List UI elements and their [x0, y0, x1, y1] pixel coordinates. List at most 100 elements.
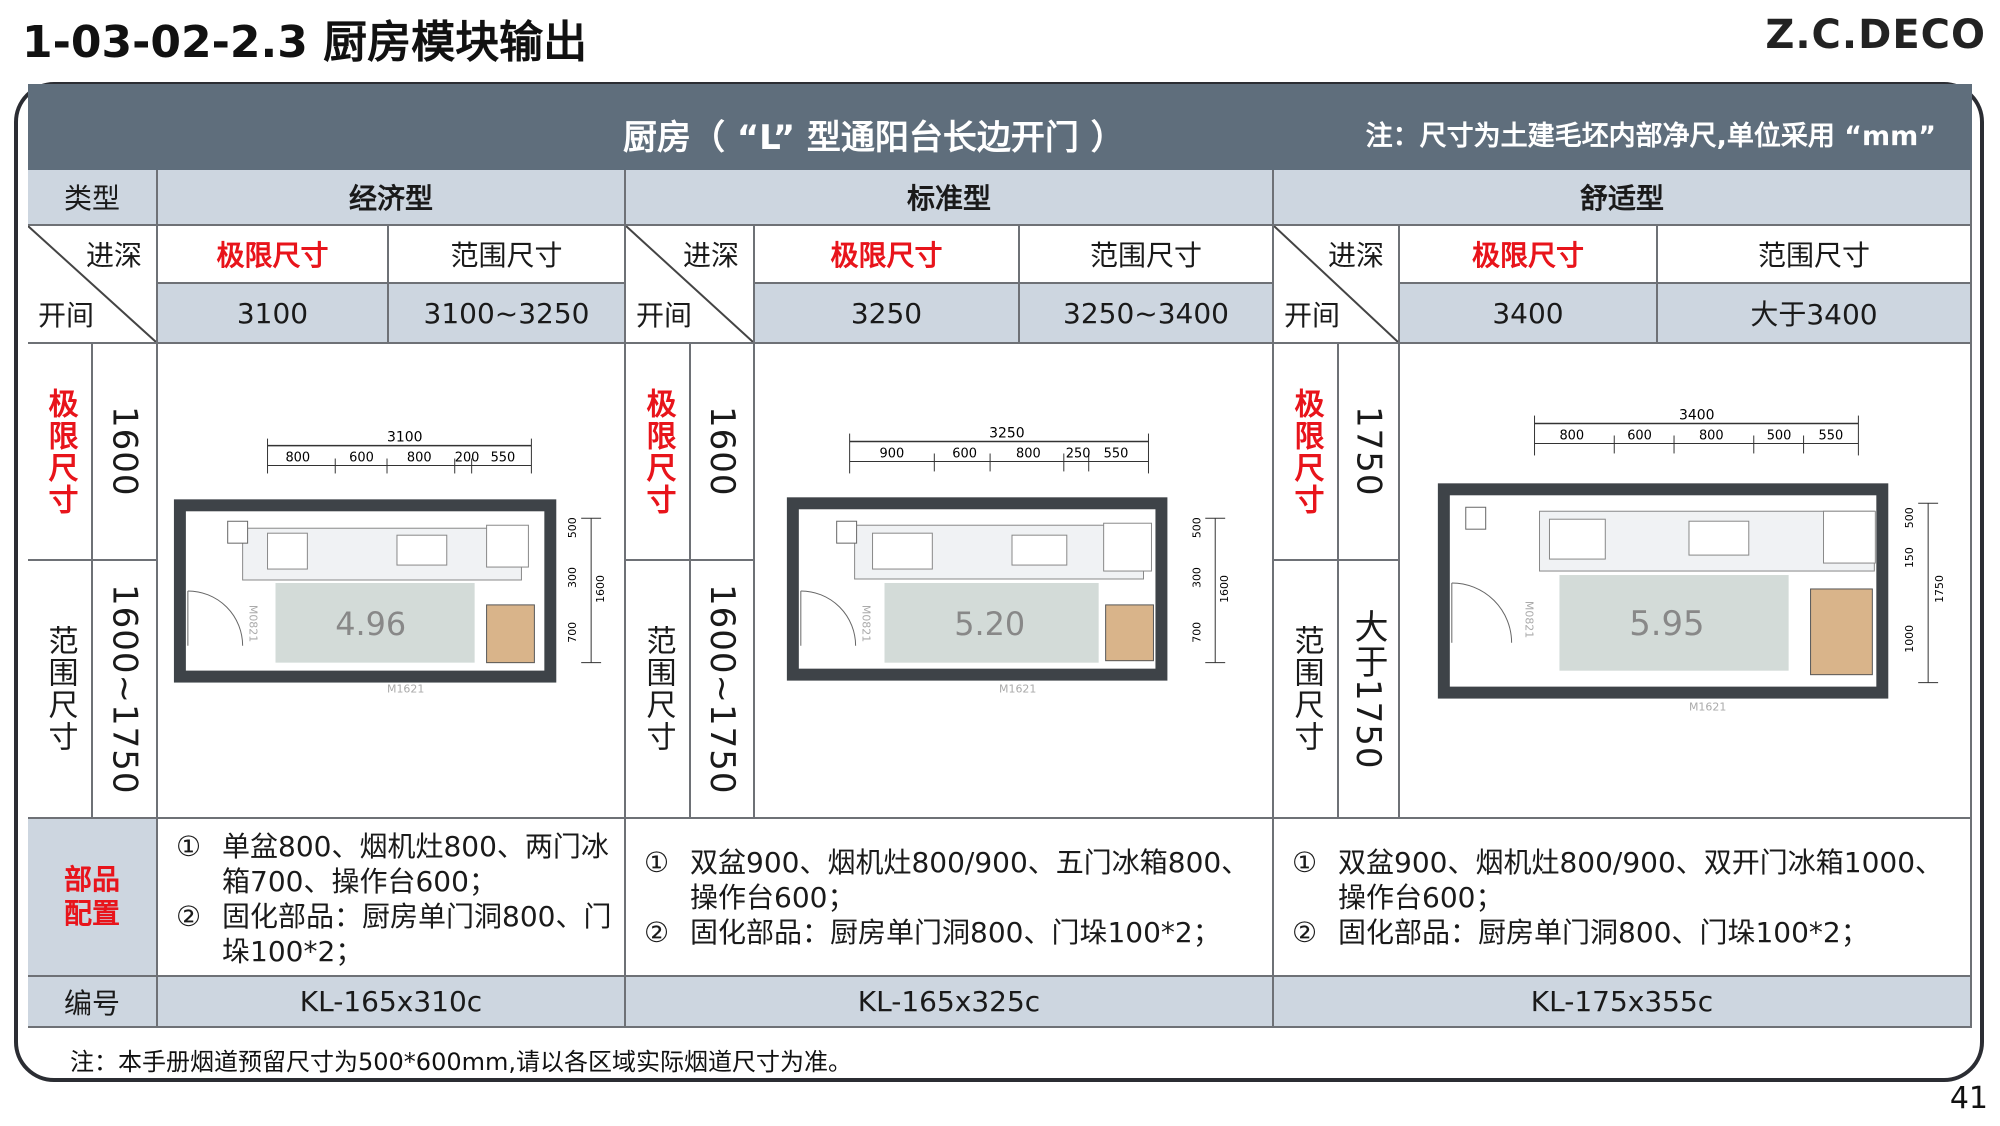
- range-header-economy: 范围尺寸: [389, 226, 626, 284]
- side-dim: 500: [1903, 507, 1916, 528]
- dim-segment: 550: [491, 451, 516, 466]
- config-item-text: 固化部品：厨房单门洞800、门垛100*2；: [222, 900, 612, 968]
- code-value: KL-165x325c: [857, 985, 1041, 1018]
- range-depth-standard: 1600~1750: [691, 561, 755, 819]
- dim-segment: 600: [1627, 428, 1652, 443]
- side-dim: 1600: [1218, 575, 1231, 603]
- limit-side-label-comfort: 极限尺寸: [1274, 344, 1339, 561]
- limit-header-comfort: 极限尺寸: [1400, 226, 1658, 284]
- dim-segment: 200: [455, 451, 480, 466]
- type-label-cell: 类型: [28, 170, 158, 226]
- code-value: KL-165x310c: [299, 985, 483, 1018]
- code-standard: KL-165x325c: [626, 977, 1274, 1028]
- dim-segment: 800: [407, 451, 432, 466]
- code-label-cell: 编号: [28, 977, 158, 1028]
- range-header-comfort: 范围尺寸: [1658, 226, 1972, 284]
- dim-total: 3250: [989, 426, 1024, 442]
- floor-plan-standard: 3250 900 600 800 250 550 5.20 M0821 M162…: [755, 344, 1274, 819]
- area-value: 4.96: [335, 605, 406, 643]
- limit-depth-value: 1750: [1348, 406, 1389, 497]
- range-side-label-standard: 范围尺寸: [626, 561, 691, 819]
- side-dim: 300: [1190, 567, 1203, 588]
- width-label: 开间: [636, 299, 693, 332]
- dim-segment: 800: [1699, 428, 1724, 443]
- range-label: 范围尺寸: [450, 239, 563, 272]
- dim-segment: 600: [952, 446, 977, 461]
- range-depth-value: 1600~1750: [104, 583, 145, 795]
- limit-side-label: 极限尺寸: [640, 387, 676, 516]
- door-label: M0821: [247, 605, 260, 642]
- width-label: 开间: [1284, 299, 1341, 332]
- code-comfort: KL-175x355c: [1274, 977, 1972, 1028]
- limit-depth-comfort: 1750: [1339, 344, 1400, 561]
- limit-depth-value: 1600: [104, 406, 145, 497]
- dim-total: 3100: [387, 430, 422, 446]
- corner-cell-economy: 进深 开间: [28, 226, 158, 344]
- code-value: KL-175x355c: [1530, 985, 1714, 1018]
- range-depth-value: 1600~1750: [702, 583, 742, 795]
- side-dim: 700: [1190, 622, 1203, 643]
- type-header-comfort: 舒适型: [1274, 170, 1972, 226]
- limit-label: 极限尺寸: [216, 239, 329, 272]
- dim-segment: 550: [1104, 446, 1129, 461]
- config-item-number: ①: [1292, 845, 1318, 879]
- config-item: ② 固化部品：厨房单门洞800、门垛100*2；: [1292, 915, 1869, 950]
- range-side-label-economy: 范围尺寸: [28, 561, 93, 819]
- config-item-number: ②: [176, 900, 202, 933]
- range-header-standard: 范围尺寸: [1020, 226, 1274, 284]
- type-header-economy: 经济型: [158, 170, 626, 226]
- limit-label: 极限尺寸: [1471, 239, 1584, 272]
- dim-segment: 600: [349, 451, 374, 466]
- limit-width-standard: 3250: [755, 284, 1020, 344]
- dim-segment: 800: [285, 451, 310, 466]
- type-name: 经济型: [348, 182, 433, 215]
- side-dim: 500: [1190, 517, 1203, 538]
- limit-side-label-standard: 极限尺寸: [626, 344, 691, 561]
- range-side-label: 范围尺寸: [1288, 625, 1324, 753]
- dim-segment: 900: [880, 446, 905, 461]
- side-dim: 500: [566, 517, 579, 538]
- limit-width-economy: 3100: [158, 284, 389, 344]
- code-label: 编号: [63, 986, 120, 1020]
- config-item-number: ②: [1292, 915, 1318, 949]
- page-title: 1-03-02-2.3 厨房模块输出: [22, 17, 588, 68]
- limit-side-label: 极限尺寸: [42, 387, 78, 516]
- limit-depth-value: 1600: [702, 406, 742, 497]
- type-name: 标准型: [906, 182, 991, 215]
- limit-depth-standard: 1600: [691, 344, 755, 561]
- table-header-bar: 厨房（ “L” 型通阳台长边开门 ） 注：尺寸为土建毛坯内部净尺,单位采用 “m…: [28, 84, 1972, 170]
- limit-header-economy: 极限尺寸: [158, 226, 389, 284]
- width-label: 开间: [38, 299, 95, 332]
- bottom-door-label: M1621: [1689, 701, 1726, 714]
- brand-logo: Z.C.DECO: [1765, 12, 1986, 58]
- range-width-value: 3250~3400: [1063, 296, 1229, 330]
- floor-plan-comfort: 3400 800 600 800 500 550 5.95 M0821 M162…: [1400, 344, 1972, 819]
- range-depth-comfort: 大于1750: [1339, 561, 1400, 819]
- range-depth-value: 大于1750: [1348, 608, 1388, 770]
- side-dim: 300: [566, 567, 579, 588]
- limit-width-comfort: 3400: [1400, 284, 1658, 344]
- depth-label: 进深: [1327, 239, 1384, 272]
- depth-label: 进深: [682, 239, 739, 272]
- area-value: 5.20: [954, 605, 1025, 643]
- limit-header-standard: 极限尺寸: [755, 226, 1020, 284]
- range-width-value: 3100~3250: [423, 296, 590, 330]
- limit-width-value: 3400: [1492, 296, 1564, 330]
- corner-cell-comfort: 进深 开间: [1274, 226, 1400, 344]
- config-item-text: 固化部品：厨房单门洞800、门垛100*2；: [1338, 915, 1869, 949]
- dim-segment: 800: [1016, 446, 1041, 461]
- limit-depth-economy: 1600: [93, 344, 158, 561]
- side-dim: 1000: [1903, 625, 1916, 653]
- type-name: 舒适型: [1579, 182, 1664, 215]
- table-header-title: 厨房（ “L” 型通阳台长边开门 ）: [623, 118, 1125, 158]
- range-side-label: 范围尺寸: [640, 625, 676, 753]
- limit-width-value: 3250: [850, 296, 923, 330]
- limit-side-label: 极限尺寸: [1288, 387, 1324, 516]
- config-item-text: 单盆800、烟机灶800、两门冰箱700、操作台600；: [222, 830, 609, 898]
